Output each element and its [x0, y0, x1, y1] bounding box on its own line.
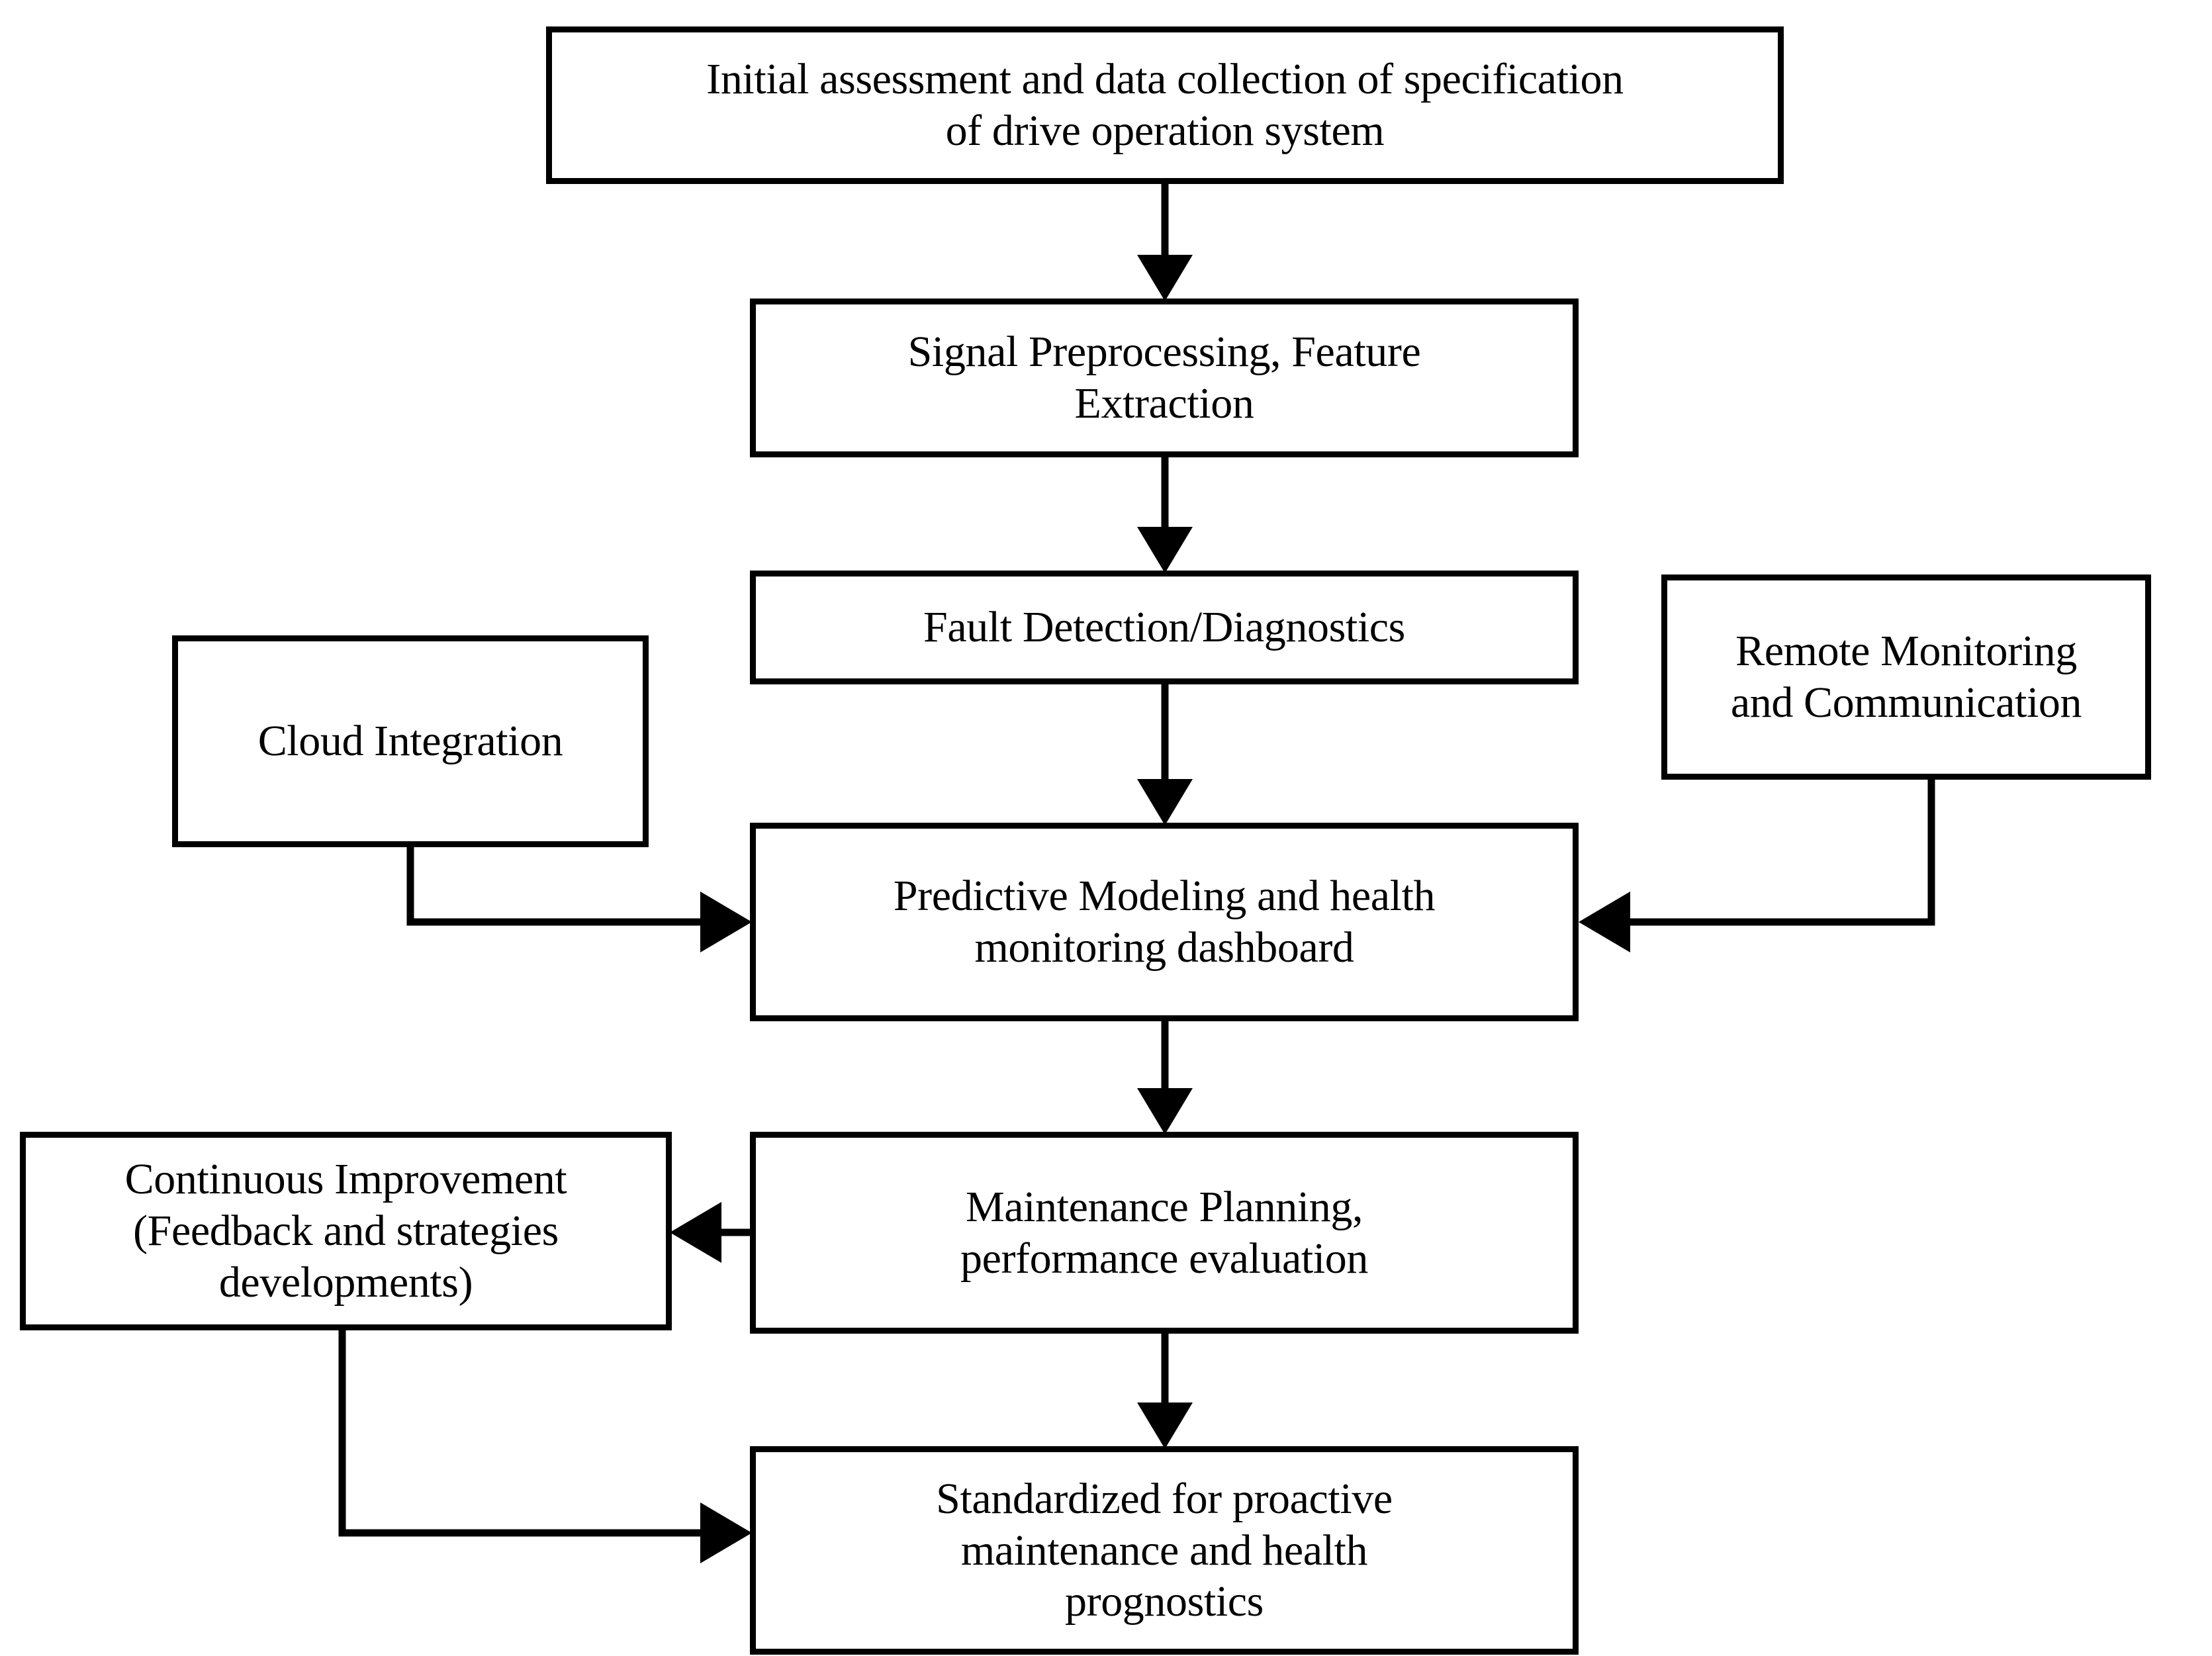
node-predictive-modeling[interactable]: Predictive Modeling and health monitorin…: [750, 823, 1579, 1021]
node-signal-preprocessing[interactable]: Signal Preprocessing, Feature Extraction: [750, 299, 1579, 457]
edge-maintenance-to-standardized: [1137, 1334, 1193, 1449]
node-maintenance-planning[interactable]: Maintenance Planning, performance evalua…: [750, 1132, 1579, 1334]
node-continuous-improvement[interactable]: Continuous Improvement (Feedback and str…: [20, 1132, 672, 1330]
edge-cloud-to-predictive: [406, 847, 752, 952]
node-standardized-prognostics[interactable]: Standardized for proactive maintenance a…: [750, 1446, 1579, 1655]
node-standardized-prognostics-label: Standardized for proactive maintenance a…: [936, 1474, 1393, 1626]
edge-signal-to-fault: [1137, 457, 1193, 573]
node-remote-monitoring[interactable]: Remote Monitoring and Communication: [1661, 575, 2151, 780]
node-fault-detection-label: Fault Detection/Diagnostics: [923, 603, 1405, 652]
node-fault-detection[interactable]: Fault Detection/Diagnostics: [750, 571, 1579, 684]
node-initial-assessment[interactable]: Initial assessment and data collection o…: [546, 26, 1784, 184]
edge-remote-to-predictive: [1579, 780, 1935, 952]
node-continuous-improvement-label: Continuous Improvement (Feedback and str…: [124, 1155, 567, 1307]
edge-maintenance-to-continuous: [670, 1202, 750, 1263]
edge-predictive-to-maintenance: [1137, 1021, 1193, 1134]
edge-initial-to-signal: [1137, 184, 1193, 301]
node-cloud-integration[interactable]: Cloud Integration: [172, 635, 649, 847]
node-predictive-modeling-label: Predictive Modeling and health monitorin…: [893, 872, 1436, 972]
node-cloud-integration-label: Cloud Integration: [257, 717, 563, 766]
node-initial-assessment-label: Initial assessment and data collection o…: [706, 55, 1624, 155]
node-remote-monitoring-label: Remote Monitoring and Communication: [1730, 627, 2082, 727]
node-signal-preprocessing-label: Signal Preprocessing, Feature Extraction: [907, 328, 1421, 428]
node-maintenance-planning-label: Maintenance Planning, performance evalua…: [960, 1182, 1369, 1283]
edge-continuous-to-standardized: [338, 1330, 752, 1563]
edge-fault-to-predictive: [1137, 684, 1193, 825]
